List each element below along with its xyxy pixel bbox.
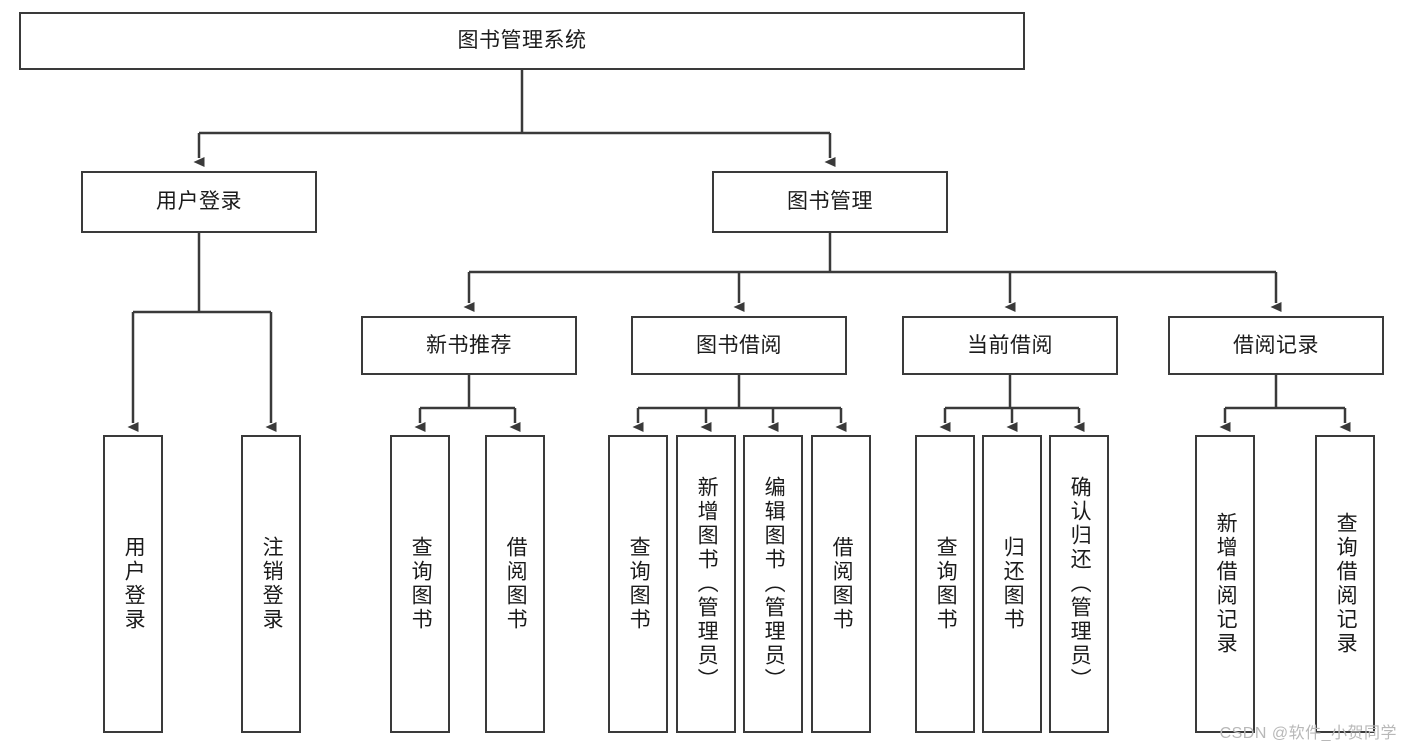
node-leaf-query-book-1-label: 查询图书 [409, 536, 433, 632]
node-new-book-recommend-label: 新书推荐 [426, 333, 512, 357]
node-leaf-query-borrow-record-label: 查询借阅记录 [1334, 512, 1358, 656]
node-leaf-query-book-1[interactable]: 查询图书 [390, 435, 450, 733]
node-leaf-query-book-2[interactable]: 查询图书 [608, 435, 668, 733]
node-leaf-borrow-book-1[interactable]: 借阅图书 [485, 435, 545, 733]
node-leaf-user-login-label: 用户登录 [122, 536, 146, 632]
node-book-borrow[interactable]: 图书借阅 [631, 316, 847, 375]
node-leaf-logout-login-label: 注销登录 [260, 536, 284, 632]
node-leaf-add-borrow-record[interactable]: 新增借阅记录 [1195, 435, 1255, 733]
node-leaf-query-book-3[interactable]: 查询图书 [915, 435, 975, 733]
node-leaf-add-borrow-record-label: 新增借阅记录 [1214, 512, 1238, 656]
node-leaf-edit-book-admin-label: 编辑图书（管理员） [762, 476, 786, 692]
node-leaf-add-book-admin[interactable]: 新增图书（管理员） [676, 435, 736, 733]
node-leaf-borrow-book-2[interactable]: 借阅图书 [811, 435, 871, 733]
node-leaf-return-book-label: 归还图书 [1001, 536, 1025, 632]
node-user-login[interactable]: 用户登录 [81, 171, 317, 233]
node-book-borrow-label: 图书借阅 [696, 333, 782, 357]
node-leaf-return-book[interactable]: 归还图书 [982, 435, 1042, 733]
node-root-label: 图书管理系统 [457, 29, 587, 53]
node-leaf-query-book-3-label: 查询图书 [934, 536, 958, 632]
node-borrow-record-label: 借阅记录 [1233, 333, 1319, 357]
node-leaf-edit-book-admin[interactable]: 编辑图书（管理员） [743, 435, 803, 733]
node-root[interactable]: 图书管理系统 [19, 12, 1025, 70]
node-leaf-confirm-return-admin[interactable]: 确认归还（管理员） [1049, 435, 1109, 733]
node-leaf-query-borrow-record[interactable]: 查询借阅记录 [1315, 435, 1375, 733]
node-leaf-borrow-book-1-label: 借阅图书 [504, 536, 528, 632]
node-borrow-record[interactable]: 借阅记录 [1168, 316, 1384, 375]
node-current-borrow[interactable]: 当前借阅 [902, 316, 1118, 375]
node-book-management-label: 图书管理 [787, 190, 873, 214]
node-leaf-borrow-book-2-label: 借阅图书 [830, 536, 854, 632]
node-leaf-add-book-admin-label: 新增图书（管理员） [695, 476, 719, 692]
node-new-book-recommend[interactable]: 新书推荐 [361, 316, 577, 375]
node-user-login-label: 用户登录 [156, 190, 242, 214]
node-leaf-query-book-2-label: 查询图书 [627, 536, 651, 632]
node-book-management[interactable]: 图书管理 [712, 171, 948, 233]
node-leaf-logout-login[interactable]: 注销登录 [241, 435, 301, 733]
node-current-borrow-label: 当前借阅 [967, 333, 1053, 357]
node-leaf-confirm-return-admin-label: 确认归还（管理员） [1068, 476, 1092, 692]
node-leaf-user-login[interactable]: 用户登录 [103, 435, 163, 733]
